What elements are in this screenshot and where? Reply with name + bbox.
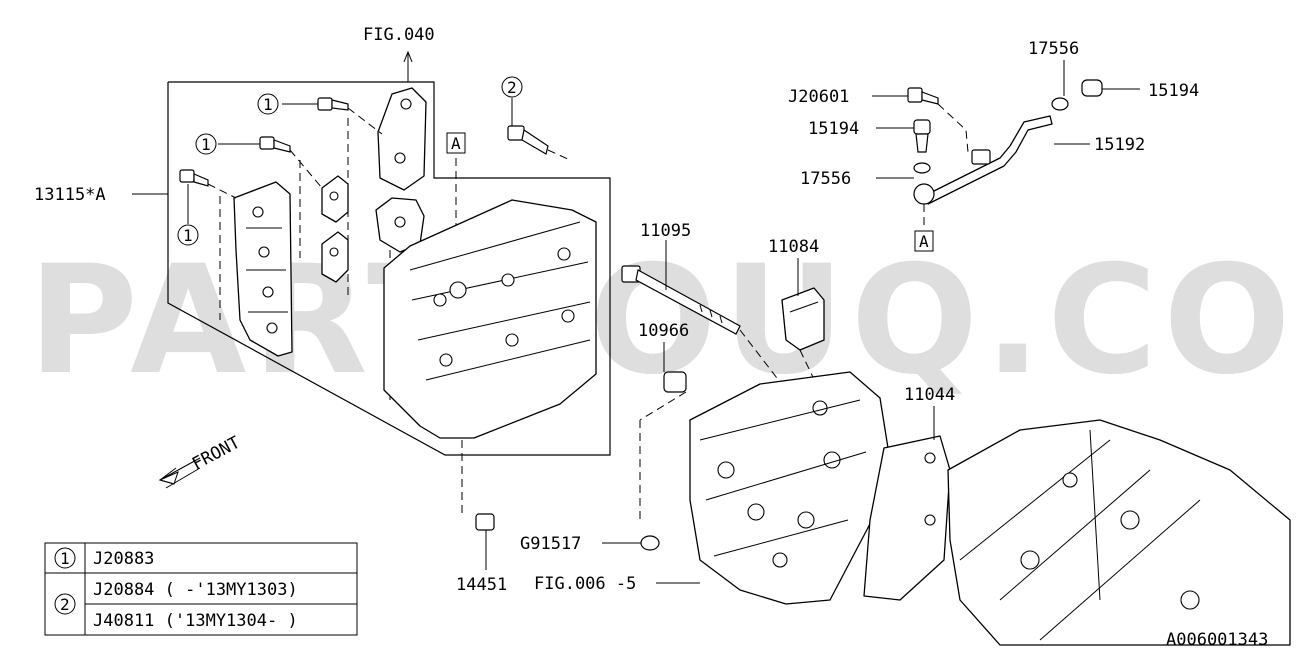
svg-text:A: A	[919, 232, 929, 251]
assembly-guides-center	[639, 329, 821, 520]
bolt-2[interactable]	[507, 125, 549, 155]
front-arrow: FRONT	[158, 433, 244, 489]
label-13115A[interactable]: 13115*A	[34, 185, 106, 205]
label-leaders	[132, 50, 1140, 584]
union-bolt-15194-top[interactable]	[1081, 79, 1103, 97]
svg-text:A: A	[451, 134, 461, 153]
svg-text:1: 1	[183, 226, 193, 245]
gasket-17556-top[interactable]	[1051, 97, 1069, 111]
camshaft-cap-piece-right-upper[interactable]	[377, 87, 427, 191]
legend-row-1: 1 J20883	[54, 547, 154, 569]
legend-row-2-ref: 2	[60, 595, 70, 614]
label-diagram-id: A006001343	[1166, 630, 1268, 650]
svg-text:2: 2	[507, 78, 517, 97]
label-14451[interactable]: 14451	[456, 575, 507, 595]
ref-marker-a-right: A	[914, 230, 934, 252]
washer-10966[interactable]	[663, 371, 687, 393]
svg-text:1: 1	[201, 135, 211, 154]
label-11095[interactable]: 11095	[640, 221, 691, 241]
head-gasket-11044[interactable]	[863, 435, 951, 601]
cylinder-head-lower[interactable]	[689, 371, 889, 605]
legend-row-2-line-2[interactable]: J40811 ('13MY1304- )	[93, 611, 298, 631]
bolt-1-middle[interactable]	[259, 136, 291, 153]
svg-text:1: 1	[263, 95, 273, 114]
union-bolt-15194-mid[interactable]	[913, 119, 931, 153]
label-11044[interactable]: 11044	[904, 385, 955, 405]
label-11084[interactable]: 11084	[768, 237, 819, 257]
head-bolt-11095[interactable]	[621, 265, 741, 335]
label-J20601[interactable]: J20601	[788, 87, 849, 107]
o-ring-G91517[interactable]	[640, 535, 660, 551]
ref-marker-1-middle: 1	[195, 133, 217, 155]
ref-marker-1-left: 1	[177, 224, 199, 246]
gasket-17556-mid[interactable]	[913, 162, 931, 174]
label-15192[interactable]: 15192	[1094, 135, 1145, 155]
plug-14451[interactable]	[461, 440, 495, 531]
camshaft-cap-piece-right-lower[interactable]	[375, 197, 425, 253]
part-labels: FIG.040 13115*A 11095 10966 11084 11044 …	[34, 25, 1268, 650]
label-fig040[interactable]: FIG.040	[363, 25, 435, 45]
oil-pipe-15192[interactable]	[923, 115, 1053, 205]
label-17556-mid[interactable]: 17556	[800, 169, 851, 189]
banjo-fitting[interactable]	[913, 183, 935, 205]
legend-row-1-line-1[interactable]: J20883	[93, 549, 154, 569]
bolt-1-upper[interactable]	[317, 97, 349, 111]
bolt-1-left[interactable]	[179, 169, 209, 187]
cylinder-head-left[interactable]	[383, 199, 597, 439]
ref-marker-2: 2	[501, 76, 523, 98]
ref-marker-1-upper: 1	[257, 93, 279, 115]
part-11084[interactable]	[781, 287, 825, 351]
label-10966[interactable]: 10966	[638, 321, 689, 341]
camshaft-cap-plate[interactable]	[233, 181, 293, 357]
legend-row-2-line-1[interactable]: J20884 ( -'13MY1303)	[93, 580, 298, 600]
camshaft-cap-piece-lower[interactable]	[321, 231, 349, 283]
engine-block[interactable]	[947, 419, 1291, 646]
legend-table: 1 J20883 2 J20884 ( -'13MY1303) J40811 (…	[44, 542, 358, 636]
front-label: FRONT	[189, 433, 244, 475]
bolt-J20601[interactable]	[907, 87, 939, 105]
legend-row-1-ref: 1	[60, 549, 70, 568]
label-fig006[interactable]: FIG.006 -5	[534, 574, 636, 594]
assembly-guides-pipe	[923, 103, 969, 230]
label-G91517[interactable]: G91517	[520, 534, 581, 554]
legend-row-2: 2 J20884 ( -'13MY1303) J40811 ('13MY1304…	[54, 580, 298, 631]
ref-marker-a-left: A	[446, 132, 466, 154]
camshaft-cap-piece-upper[interactable]	[321, 175, 349, 223]
camshaft-cap-frame	[167, 81, 611, 456]
label-17556-top[interactable]: 17556	[1028, 39, 1079, 59]
label-15194-top[interactable]: 15194	[1148, 81, 1199, 101]
label-15194-mid[interactable]: 15194	[808, 119, 859, 139]
